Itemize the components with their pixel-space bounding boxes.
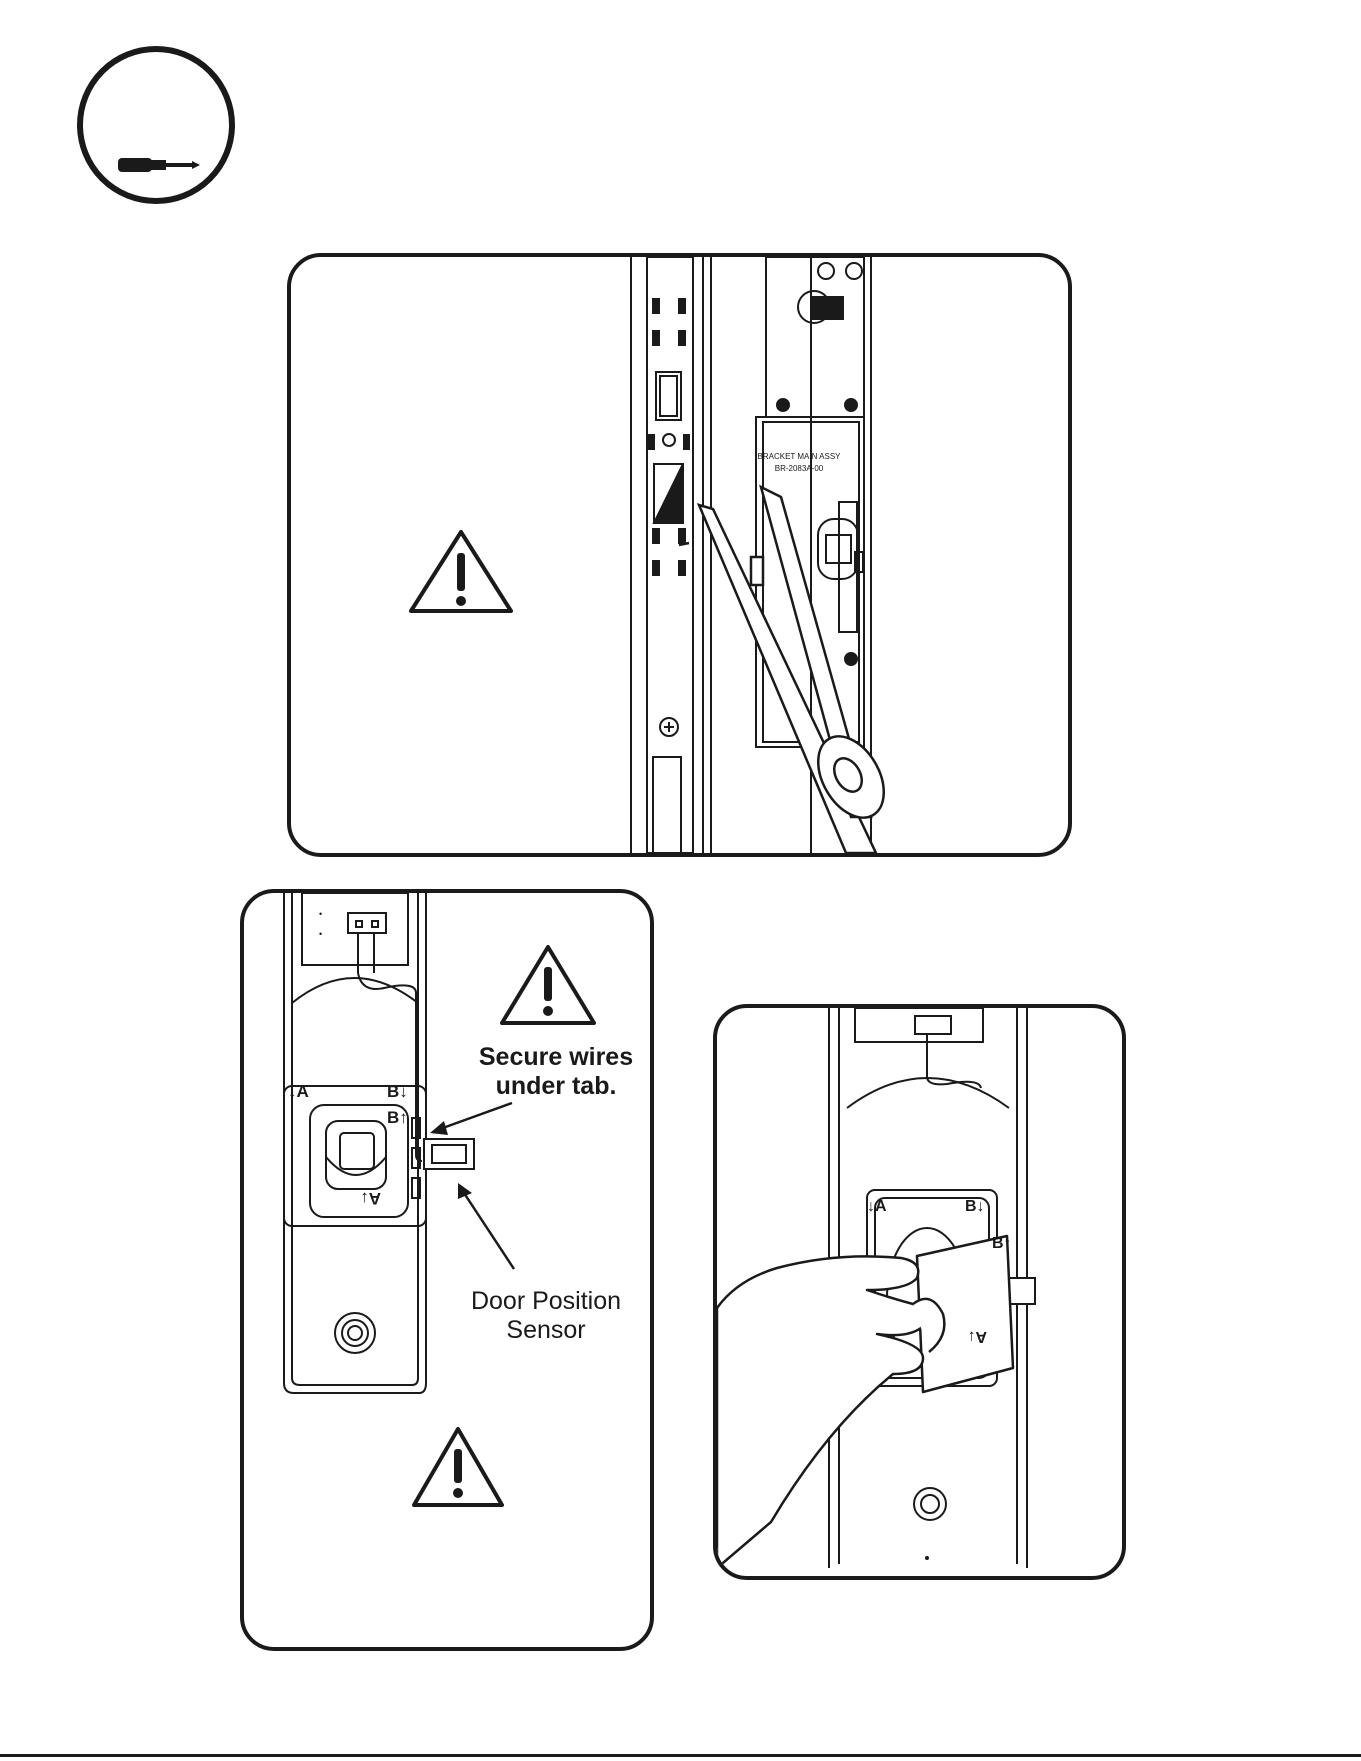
arrow-to-tab xyxy=(430,1103,512,1135)
top-panel-drawing: BRACKET MAIN ASSY BR-2083A-00 xyxy=(291,257,1068,853)
label-a-bottom: A↓ xyxy=(967,1328,987,1345)
label-a-bottom: A↓ xyxy=(360,1189,381,1208)
page-footer-rule xyxy=(0,1754,1361,1757)
right-illustration-panel: ↓A B↓ B↑ A↓ xyxy=(713,1004,1126,1580)
bracket-label-line1: BRACKET MAIN ASSY xyxy=(758,452,842,461)
lock-housing xyxy=(284,893,474,1393)
hand-illustration xyxy=(717,1236,1013,1568)
door-position-sensor-callout: Door Position Sensor xyxy=(456,1287,636,1345)
arrow-to-sensor xyxy=(458,1183,514,1269)
step-badge xyxy=(70,45,242,205)
right-panel-drawing: ↓A B↓ B↑ A↓ xyxy=(717,1008,1122,1576)
sensor-line1: Door Position xyxy=(456,1287,636,1316)
warning-triangle-icon xyxy=(411,532,511,611)
top-illustration-panel: BRACKET MAIN ASSY BR-2083A-00 xyxy=(287,253,1072,857)
left-illustration-panel: • • ↓A B↓ B↑ A↓ Secure wires under tab. xyxy=(240,889,654,1651)
wire-harness xyxy=(348,913,422,1161)
secure-wires-line2: under tab. xyxy=(466,1072,646,1101)
door-edge xyxy=(631,257,711,853)
bracket-label-line2: BR-2083A-00 xyxy=(775,464,824,473)
label-a-top: ↓A xyxy=(288,1082,309,1101)
left-panel-drawing: • • ↓A B↓ B↑ A↓ xyxy=(244,893,650,1647)
warning-triangle-icon xyxy=(502,947,594,1023)
label-b-top: B↓ xyxy=(387,1082,408,1101)
label-b-up: B↑ xyxy=(387,1108,408,1127)
sensor-line2: Sensor xyxy=(456,1316,636,1345)
label-b-up: B↑ xyxy=(992,1235,1012,1252)
label-a-top: ↓A xyxy=(867,1198,887,1215)
secure-wires-line1: Secure wires xyxy=(466,1043,646,1072)
label-b-top: B↓ xyxy=(965,1198,985,1215)
connector-mark: • xyxy=(319,929,322,939)
secure-wires-callout: Secure wires under tab. xyxy=(466,1043,646,1101)
connector-mark: • xyxy=(319,909,322,919)
warning-triangle-icon xyxy=(414,1429,502,1505)
